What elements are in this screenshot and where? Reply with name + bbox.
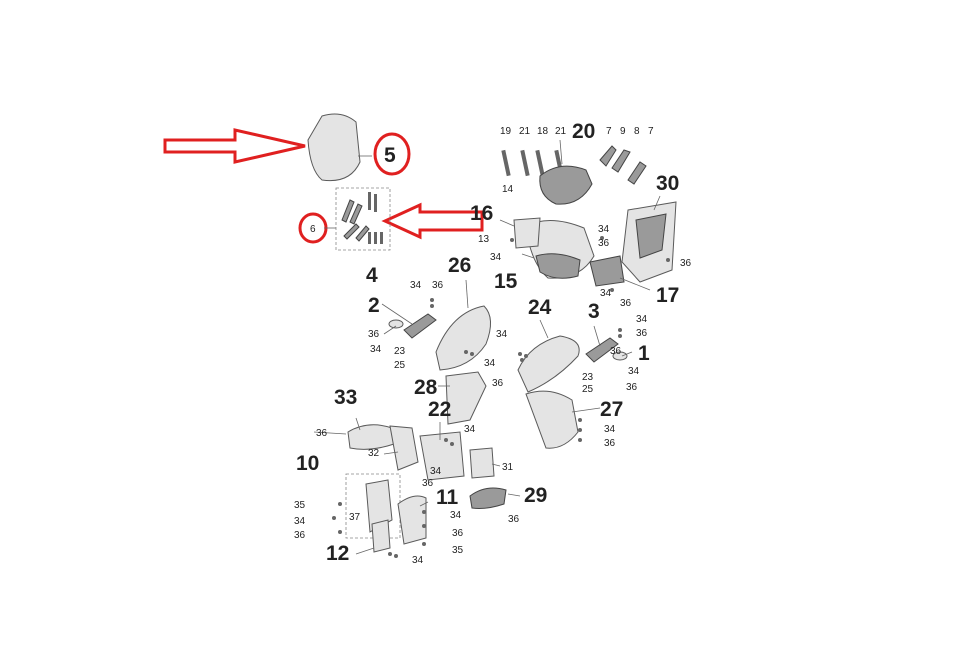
callout-35-b: 35 [452, 545, 464, 556]
callout-34-h: 34 [636, 314, 648, 325]
right-reflector-part [612, 351, 628, 361]
callout-36-k: 36 [316, 428, 328, 439]
callout-34-b: 34 [490, 252, 502, 263]
callout-14: 14 [502, 184, 514, 195]
callout-13: 13 [478, 234, 490, 245]
callout-36-l: 36 [422, 478, 434, 489]
small-grille-part [513, 217, 541, 249]
callout-34-f: 34 [496, 329, 508, 340]
leader-lines [313, 139, 661, 555]
callout-35-a: 35 [294, 500, 306, 511]
callout-36-j: 36 [604, 438, 616, 449]
callout-36-o: 36 [508, 514, 520, 525]
callout-16: 16 [470, 202, 493, 225]
callout-34-l: 34 [430, 466, 442, 477]
red-arrow-windscreen [163, 128, 306, 164]
right-front-fairing-part [517, 335, 580, 393]
callout-34-o: 34 [412, 555, 424, 566]
callout-34-i: 34 [628, 366, 640, 377]
callout-labels: 5 6 19 21 18 21 20 7 9 8 7 14 30 16 13 3… [294, 120, 692, 566]
callout-19: 19 [500, 126, 512, 137]
red-circle-5 [373, 132, 411, 176]
callout-28: 28 [414, 376, 438, 399]
callout-24: 24 [528, 296, 552, 319]
callout-5: 5 [384, 144, 396, 167]
callout-31: 31 [502, 462, 514, 473]
callout-3: 3 [588, 300, 600, 323]
callout-36-c: 36 [620, 298, 632, 309]
callout-34-a: 34 [598, 224, 610, 235]
callout-23-a: 23 [394, 346, 406, 357]
windscreen-part [307, 113, 361, 182]
callout-20: 20 [572, 120, 595, 143]
left-floor-panel-part [347, 424, 395, 450]
lower-cover-part [397, 495, 427, 545]
callout-33: 33 [334, 386, 357, 409]
callout-36-a: 36 [598, 238, 610, 249]
callout-7-a: 7 [606, 126, 612, 137]
callout-25-a: 25 [394, 360, 406, 371]
callout-32: 32 [368, 448, 380, 459]
callout-36-n: 36 [452, 528, 464, 539]
side-grille-part [589, 255, 625, 287]
left-side-panel-part [403, 313, 437, 339]
callout-34-m: 34 [294, 516, 306, 527]
callout-36-h: 36 [626, 382, 638, 393]
callout-25-b: 25 [582, 384, 594, 395]
callout-9: 9 [620, 126, 626, 137]
red-arrow-brackets [381, 202, 484, 240]
callout-18: 18 [537, 126, 549, 137]
callout-36-i: 36 [492, 378, 504, 389]
callout-36-g: 36 [610, 346, 622, 357]
left-front-fairing-part [435, 305, 491, 371]
callout-22: 22 [428, 398, 451, 421]
inner-panel-part [445, 371, 487, 425]
floor-support-part [389, 425, 419, 471]
callout-29: 29 [524, 484, 547, 507]
right-inner-panel-part [525, 390, 579, 449]
callout-26: 26 [448, 254, 471, 277]
callout-34-g: 34 [484, 358, 496, 369]
callout-8: 8 [634, 126, 640, 137]
right-side-panel-part [585, 337, 619, 363]
callout-12: 12 [326, 542, 349, 565]
callout-21-a: 21 [519, 126, 531, 137]
callout-36-d: 36 [432, 280, 444, 291]
callout-15: 15 [494, 270, 518, 293]
rear-fender-part [469, 487, 507, 509]
callout-10: 10 [296, 452, 319, 475]
screw-markers [332, 236, 670, 558]
kit-10-part [365, 479, 393, 533]
callout-34-d: 34 [410, 280, 422, 291]
callout-36-e: 36 [368, 329, 380, 340]
callout-4: 4 [366, 264, 378, 287]
callout-7-b: 7 [648, 126, 654, 137]
callout-21-b: 21 [555, 126, 567, 137]
callout-37: 37 [349, 512, 361, 523]
small-trim-part [371, 519, 391, 553]
callout-34-c: 34 [600, 288, 612, 299]
bracket-kit-box [335, 187, 391, 251]
callout-17: 17 [656, 284, 679, 307]
callout-27: 27 [600, 398, 623, 421]
headlight-cover-part [539, 165, 593, 205]
callout-1: 1 [638, 342, 650, 365]
battery-cover-part [469, 447, 495, 479]
callout-34-j: 34 [604, 424, 616, 435]
callout-36-b: 36 [680, 258, 692, 269]
callout-11: 11 [436, 486, 459, 509]
callout-34-k: 34 [464, 424, 476, 435]
callout-34-e: 34 [370, 344, 382, 355]
callout-34-n: 34 [450, 510, 462, 521]
callout-23-b: 23 [582, 372, 594, 383]
callout-30: 30 [656, 172, 679, 195]
callout-2: 2 [368, 294, 380, 317]
callout-6: 6 [310, 224, 316, 235]
left-reflector-part [388, 319, 404, 329]
center-tunnel-part [419, 431, 465, 481]
callout-36-m: 36 [294, 530, 306, 541]
bracket-kit-parts [341, 192, 383, 244]
callout-36-f: 36 [636, 328, 648, 339]
